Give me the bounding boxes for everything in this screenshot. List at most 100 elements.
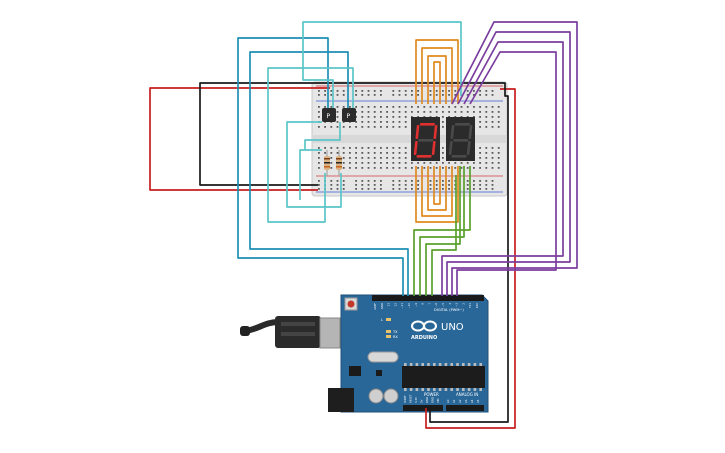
terminal-hole[interactable]	[491, 157, 494, 159]
terminal-hole[interactable]	[454, 111, 457, 113]
terminal-hole[interactable]	[479, 106, 481, 108]
terminal-hole[interactable]	[392, 116, 395, 118]
rail-hole[interactable]	[330, 184, 333, 186]
terminal-hole[interactable]	[361, 157, 364, 159]
rail-hole[interactable]	[318, 90, 320, 92]
terminal-hole[interactable]	[373, 167, 376, 169]
terminal-hole[interactable]	[398, 167, 401, 169]
terminal-hole[interactable]	[355, 111, 357, 113]
resistor-1[interactable]	[324, 150, 330, 176]
rail-hole[interactable]	[361, 94, 364, 96]
rail-hole[interactable]	[429, 94, 432, 96]
terminal-hole[interactable]	[318, 106, 320, 108]
terminal-hole[interactable]	[485, 106, 488, 108]
rail-hole[interactable]	[336, 94, 339, 96]
terminal-hole[interactable]	[497, 167, 500, 169]
terminal-hole[interactable]	[473, 106, 475, 108]
terminal-hole[interactable]	[454, 162, 457, 164]
terminal-hole[interactable]	[473, 162, 475, 164]
rail-hole[interactable]	[361, 188, 364, 190]
terminal-hole[interactable]	[491, 162, 494, 164]
rail-hole[interactable]	[411, 188, 413, 190]
rail-hole[interactable]	[318, 94, 320, 96]
terminal-hole[interactable]	[386, 162, 388, 164]
terminal-hole[interactable]	[429, 111, 432, 113]
terminal-hole[interactable]	[448, 111, 450, 113]
terminal-hole[interactable]	[398, 121, 401, 123]
terminal-hole[interactable]	[404, 111, 407, 113]
rail-hole[interactable]	[485, 180, 488, 182]
terminal-hole[interactable]	[479, 162, 481, 164]
terminal-hole[interactable]	[355, 152, 357, 154]
terminal-hole[interactable]	[318, 152, 320, 154]
wire-green-2[interactable]	[419, 166, 465, 296]
rail-hole[interactable]	[336, 90, 339, 92]
rail-hole[interactable]	[473, 94, 475, 96]
rail-hole[interactable]	[485, 184, 488, 186]
terminal-hole[interactable]	[497, 152, 500, 154]
rail-hole[interactable]	[380, 184, 382, 186]
rail-hole[interactable]	[373, 188, 376, 190]
terminal-hole[interactable]	[404, 126, 407, 128]
terminal-hole[interactable]	[479, 121, 481, 123]
terminal-hole[interactable]	[411, 162, 413, 164]
rail-hole[interactable]	[398, 184, 401, 186]
terminal-hole[interactable]	[324, 126, 326, 128]
terminal-hole[interactable]	[355, 121, 357, 123]
rail-hole[interactable]	[454, 90, 457, 92]
terminal-hole[interactable]	[497, 157, 500, 159]
rail-hole[interactable]	[380, 94, 382, 96]
terminal-hole[interactable]	[392, 126, 395, 128]
rail-hole[interactable]	[355, 184, 357, 186]
terminal-hole[interactable]	[361, 162, 364, 164]
terminal-hole[interactable]	[442, 162, 444, 164]
wire-purple-2[interactable]	[446, 31, 571, 296]
terminal-hole[interactable]	[479, 116, 481, 118]
terminal-hole[interactable]	[417, 106, 419, 108]
wire-teal-5[interactable]	[299, 149, 322, 200]
rail-hole[interactable]	[435, 180, 438, 182]
terminal-hole[interactable]	[417, 111, 419, 113]
terminal-hole[interactable]	[392, 106, 395, 108]
rail-hole[interactable]	[336, 188, 339, 190]
terminal-hole[interactable]	[318, 126, 320, 128]
rail-hole[interactable]	[318, 184, 320, 186]
terminal-hole[interactable]	[479, 111, 481, 113]
terminal-hole[interactable]	[367, 126, 370, 128]
terminal-hole[interactable]	[392, 157, 395, 159]
terminal-hole[interactable]	[404, 157, 407, 159]
terminal-hole[interactable]	[361, 126, 364, 128]
rail-hole[interactable]	[398, 94, 401, 96]
wire-purple-4[interactable]	[456, 51, 557, 296]
rail-hole[interactable]	[491, 90, 494, 92]
wire-teal-4[interactable]	[304, 122, 341, 150]
rail-hole[interactable]	[380, 90, 382, 92]
terminal-hole[interactable]	[435, 106, 438, 108]
rail-hole[interactable]	[367, 90, 370, 92]
terminal-hole[interactable]	[454, 106, 457, 108]
terminal-hole[interactable]	[442, 157, 444, 159]
terminal-hole[interactable]	[380, 106, 382, 108]
wire-teal-3[interactable]	[286, 121, 342, 208]
rail-hole[interactable]	[473, 90, 475, 92]
rail-hole[interactable]	[442, 90, 444, 92]
terminal-hole[interactable]	[411, 111, 413, 113]
terminal-hole[interactable]	[491, 152, 494, 154]
rail-hole[interactable]	[442, 180, 444, 182]
terminal-hole[interactable]	[330, 162, 333, 164]
rail-hole[interactable]	[392, 94, 395, 96]
rail-hole[interactable]	[392, 90, 395, 92]
terminal-hole[interactable]	[367, 152, 370, 154]
wire-purple-3[interactable]	[441, 41, 564, 296]
rail-hole[interactable]	[342, 90, 345, 92]
rail-hole[interactable]	[429, 184, 432, 186]
terminal-hole[interactable]	[367, 106, 370, 108]
terminal-hole[interactable]	[373, 152, 376, 154]
terminal-hole[interactable]	[367, 157, 370, 159]
rail-hole[interactable]	[330, 94, 333, 96]
terminal-hole[interactable]	[342, 106, 345, 108]
rail-hole[interactable]	[429, 90, 432, 92]
terminal-hole[interactable]	[324, 106, 326, 108]
terminal-hole[interactable]	[349, 167, 351, 169]
terminal-hole[interactable]	[386, 111, 388, 113]
